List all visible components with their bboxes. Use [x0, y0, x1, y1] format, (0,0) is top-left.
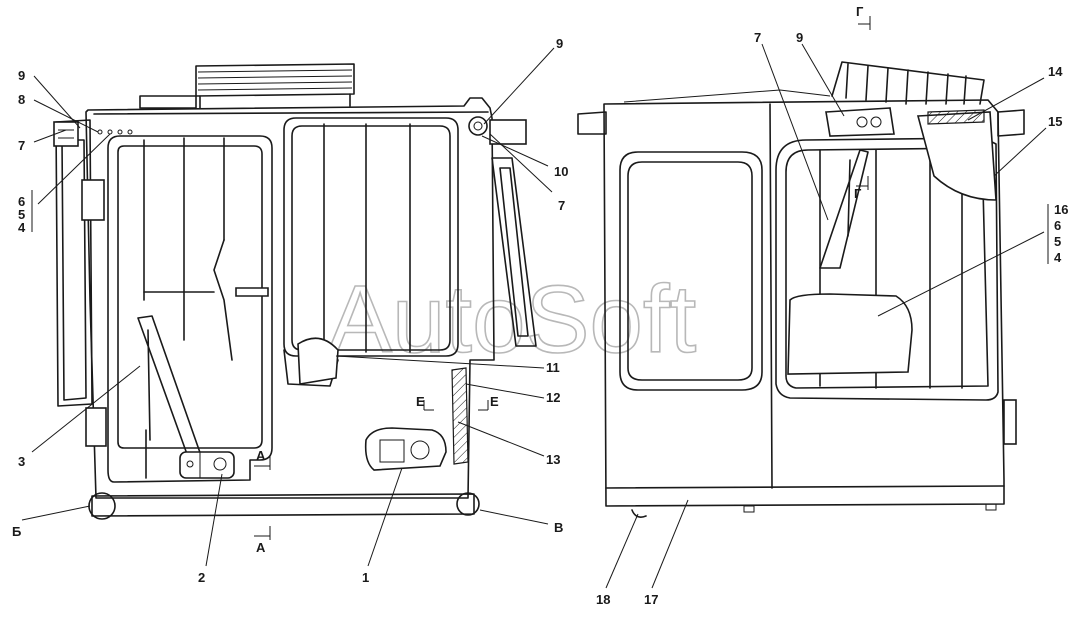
leader-lines [21, 16, 1049, 589]
callout-13: 13 [546, 452, 560, 467]
section-e-left: Е [416, 394, 425, 409]
detail-v-circle [456, 492, 480, 516]
callout-6-left: 6 [18, 194, 25, 209]
callout-9-right: 9 [796, 30, 803, 45]
section-g-mid: Г [854, 186, 862, 201]
callout-5-right: 5 [1054, 234, 1061, 249]
left-mirror-knob [468, 116, 488, 136]
hatched-vent [451, 367, 469, 465]
callout-7-right: 7 [754, 30, 761, 45]
callout-11: 11 [546, 360, 560, 375]
callout-labels: 9 8 7 6 5 4 3 2 1 Б В А А Е Е 9 10 7 11 … [12, 4, 1068, 607]
callout-1: 1 [362, 570, 369, 585]
callout-18: 18 [596, 592, 610, 607]
callout-9-center: 9 [556, 36, 563, 51]
callout-7-center: 7 [558, 198, 565, 213]
callout-7-left: 7 [18, 138, 25, 153]
right-wiper-motor [825, 107, 895, 137]
callout-4-left: 4 [18, 220, 26, 235]
right-side-door [775, 137, 999, 401]
left-door-frame [107, 135, 273, 483]
section-b-label: Б [12, 524, 21, 539]
section-g-top: Г [856, 4, 864, 19]
roof-radiator [139, 63, 355, 109]
callout-3: 3 [18, 454, 25, 469]
callout-5-left: 5 [18, 207, 25, 222]
right-rear-window [619, 151, 763, 391]
seat-cushion [787, 293, 913, 375]
callout-14: 14 [1048, 64, 1063, 79]
left-cab-body [85, 97, 495, 499]
left-cab-view [53, 63, 537, 520]
callout-17: 17 [644, 592, 658, 607]
sun-curtain [916, 111, 997, 201]
callout-8: 8 [18, 92, 25, 107]
detail-b-circle [88, 492, 116, 520]
seal-strip [927, 109, 985, 125]
section-a-bottom: А [256, 540, 266, 555]
right-cab-body [603, 99, 1005, 507]
callout-16: 16 [1054, 202, 1068, 217]
section-e-right: Е [490, 394, 499, 409]
callout-12: 12 [546, 390, 560, 405]
left-wiper-blade-housing [297, 337, 339, 385]
section-v-label: В [554, 520, 563, 535]
heater-unit [364, 427, 447, 471]
callout-9-left: 9 [18, 68, 25, 83]
callout-4-right: 4 [1054, 250, 1062, 265]
callout-15: 15 [1048, 114, 1062, 129]
callout-10: 10 [554, 164, 568, 179]
section-a-top: А [256, 448, 266, 463]
roof-rack [623, 61, 985, 105]
right-cab-view [577, 61, 1025, 518]
callout-2: 2 [198, 570, 205, 585]
callout-6-right: 6 [1054, 218, 1061, 233]
left-front-window [283, 117, 459, 357]
